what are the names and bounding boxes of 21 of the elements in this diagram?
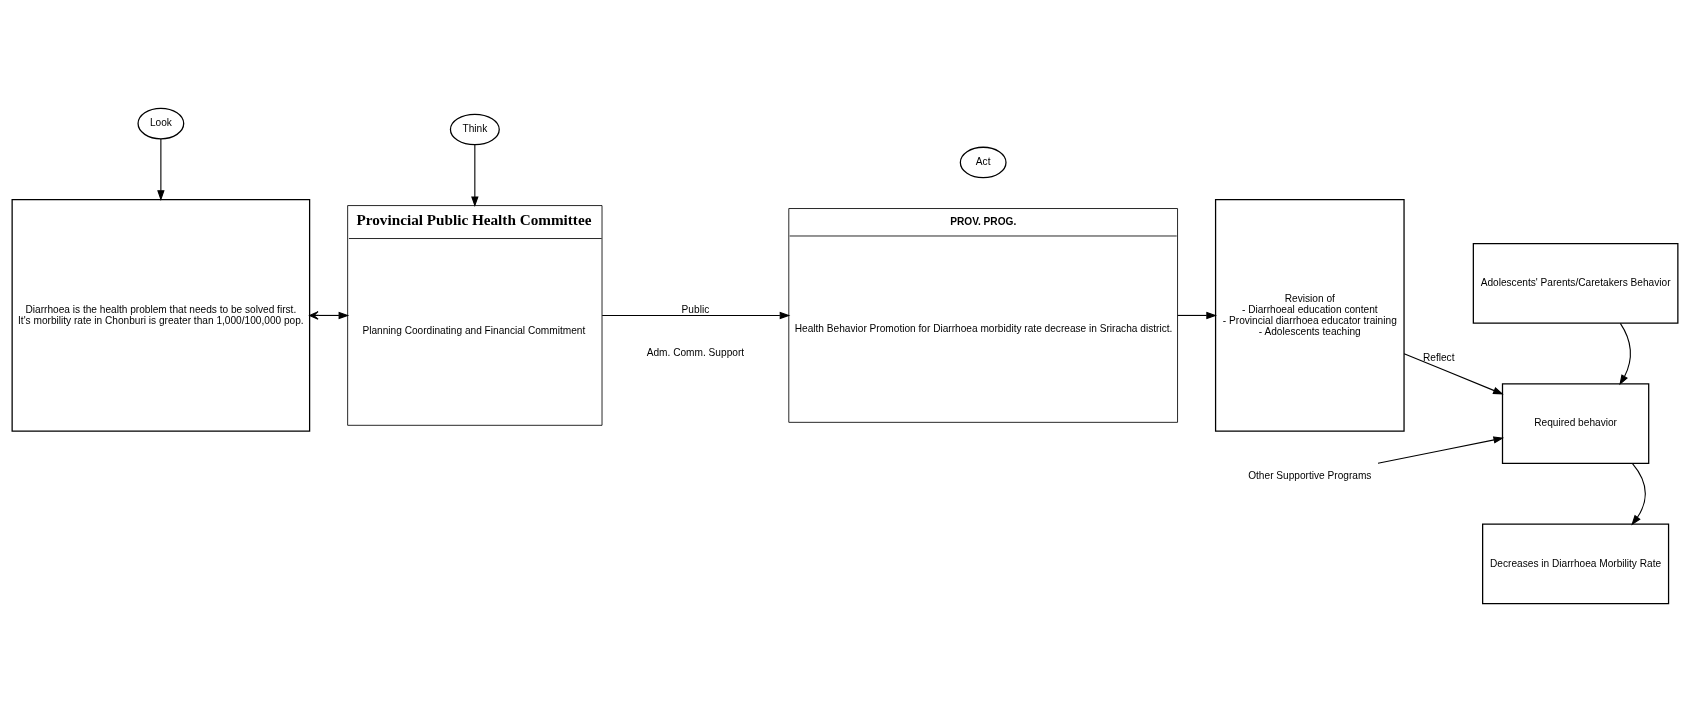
node-ellipse: Look: [137, 107, 185, 140]
node-box: Diarrhoea is the health problem that needs to be solved first. It's morbility rate in Chonburi is greater than 1,000/100,000 pop.: [11, 199, 311, 432]
arrow: [471, 144, 479, 208]
node-box: Adolescents' Parents/Caretakers Behavior: [1472, 242, 1679, 324]
arrow: [601, 311, 791, 320]
node-ellipse: Think: [449, 113, 500, 146]
node-box: Decreases in Diarrhoea Morbility Rate: [1482, 523, 1670, 605]
arrow: [1177, 311, 1217, 320]
arrow: [1619, 322, 1631, 386]
edge-label: Reflect: [1422, 351, 1455, 363]
arrow: [309, 311, 350, 320]
arrow: [1631, 463, 1646, 526]
label: Adm. Comm. Support: [646, 347, 745, 359]
edge-label: Public: [681, 303, 710, 315]
node-text: Other Supportive Programs: [1248, 470, 1372, 482]
arrow: [157, 138, 165, 201]
arrow: [1403, 353, 1504, 395]
node-ellipse: Act: [959, 146, 1007, 179]
node-box: Required behavior: [1501, 383, 1650, 464]
node-box: Revision of - Diarrhoeal education content - Provincial diarrhoea educator training - Adolescents teaching: [1214, 199, 1405, 432]
arrow: [1377, 436, 1505, 464]
